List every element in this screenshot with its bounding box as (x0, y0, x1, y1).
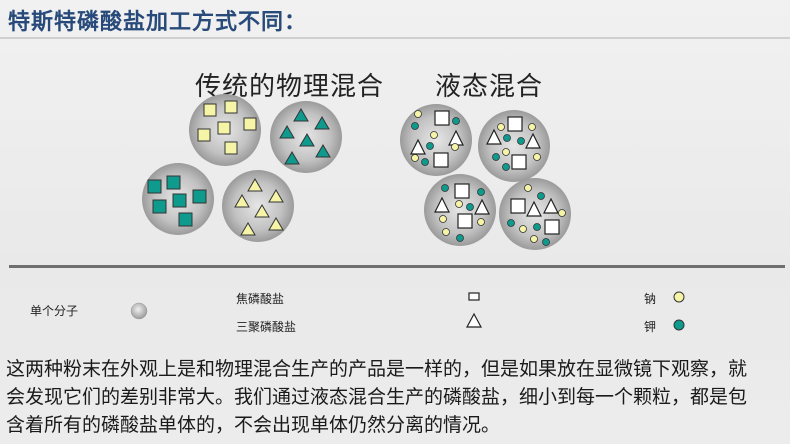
page-title: 特斯特磷酸盐加工方式不同： (8, 10, 308, 35)
particle-mixed-3 (424, 174, 496, 246)
sodium-dot-icon (673, 291, 685, 303)
legend-single-molecule: 单个分子 (30, 304, 79, 318)
legend-sodium: 钠 (644, 292, 657, 306)
pyrophosphate-square-icon (468, 292, 480, 301)
legend-potassium: 钾 (644, 320, 657, 334)
potassium-dot-icon (673, 319, 685, 331)
legend-pyrophosphate: 焦磷酸盐 (236, 292, 285, 306)
particle-mixed-1 (400, 104, 472, 176)
particle-yellow-triangles (222, 170, 294, 242)
tripolyphosphate-triangle-icon (465, 312, 483, 328)
description-line-2: 会发现它们的差别非常大。我们通过液态混合生产的磷酸盐，细小到每一个颗粒，都是包 (6, 386, 748, 408)
description-line-1: 这两种粉末在外观上是和物理混合生产的产品是一样的，但是如果放在显微镜下观察，就 (6, 358, 748, 380)
particle-teal-squares (142, 163, 214, 235)
description-paragraph: 这两种粉末在外观上是和物理混合生产的产品是一样的，但是如果放在显微镜下观察，就 … (6, 355, 786, 439)
particle-yellow-squares (189, 94, 261, 166)
single-molecule-icon (130, 302, 148, 320)
title-rule (0, 37, 790, 39)
liquid-mix-heading: 液态混合 (435, 72, 544, 102)
particle-teal-triangles (270, 101, 342, 173)
particle-mixed-2 (478, 110, 550, 182)
section-divider (9, 265, 785, 268)
particle-mixed-4 (499, 178, 571, 250)
description-line-3: 含着所有的磷酸盐单体的，不会出现单体仍然分离的情况。 (6, 414, 501, 436)
legend-tripolyphosphate: 三聚磷酸盐 (236, 320, 297, 334)
